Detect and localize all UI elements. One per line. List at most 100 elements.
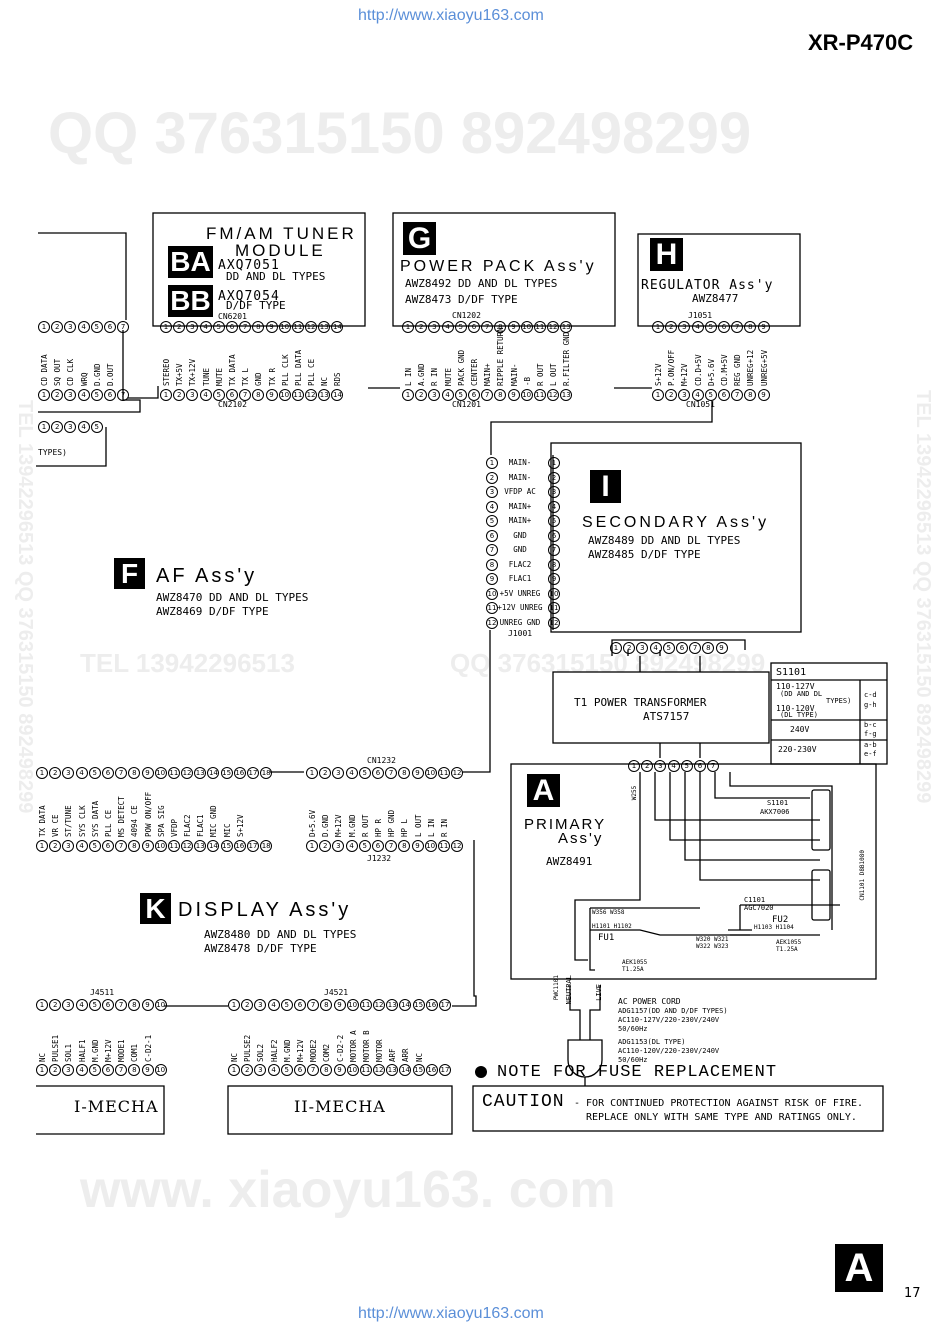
af-title: AF Ass'y <box>156 565 258 587</box>
connector-pin: 5 <box>358 767 371 779</box>
connector-pin: 2 <box>51 321 64 333</box>
pin-label: CD.D+5V <box>693 354 703 386</box>
af-part1: AWZ8470 DD AND DL TYPES <box>156 591 309 604</box>
power-part2: AWZ8473 D/DF TYPE <box>405 293 518 306</box>
pin-label: A.GND <box>417 363 427 386</box>
pin-label: S+12V <box>235 814 245 837</box>
connector-pin: 12 <box>305 321 318 333</box>
connector-pin: 18 <box>260 840 273 852</box>
connector-pin: 3 <box>186 321 199 333</box>
top-url-link[interactable]: http://www.xiaoyu163.com <box>358 7 544 24</box>
connector-pin: 17 <box>247 767 259 779</box>
pin-label: FLAC2 <box>183 814 193 837</box>
pin-label: +5V UNREG <box>499 588 541 598</box>
pin-label: PULSE2 <box>243 1034 253 1062</box>
pin-label: MIC <box>222 823 232 837</box>
regulator-part: AWZ8477 <box>692 292 739 305</box>
switch-r1x: c-d <box>864 691 877 699</box>
connector-pin: 4 <box>75 999 88 1011</box>
pin-label: HP GND <box>387 809 397 837</box>
connector-pin: 7 <box>385 767 398 779</box>
connector-pin: 10 <box>548 587 560 600</box>
connector-pin: 4 <box>75 1064 88 1076</box>
pin-label: MAIN+ <box>483 363 493 386</box>
j4521-cn: J4521 <box>324 988 349 997</box>
connector-pin: 5 <box>90 321 103 333</box>
connector-pin: 4 <box>667 760 680 772</box>
connector-pin: 7 <box>307 999 320 1011</box>
switch-r1e: (DL TYPE) <box>780 711 818 719</box>
pin-label: PLL CLK <box>280 354 290 386</box>
pin-label: MUTE <box>214 367 224 386</box>
connector-pin: 2 <box>49 1064 62 1076</box>
pin-label: CENTER <box>469 358 479 386</box>
transformer-part: ATS7157 <box>643 710 690 723</box>
connector-pin: 10 <box>346 999 359 1011</box>
connector-pin: 7 <box>731 321 744 333</box>
page-number: 17 <box>904 1286 921 1301</box>
connector-pin: 7 <box>239 389 252 401</box>
connector-pin: 5 <box>212 389 225 401</box>
watermark-tel: TEL 13942296513 <box>80 648 295 678</box>
pin-label: D.GND <box>92 363 102 386</box>
pin-label: NC <box>38 1052 47 1062</box>
connector-pin: 8 <box>398 767 411 779</box>
pin-label: GND <box>254 372 264 386</box>
connector-pin: 7 <box>117 321 130 333</box>
connector-pin: 8 <box>702 642 715 654</box>
primary-fuse1a: AEK1055 <box>622 959 648 966</box>
connector-pin: 6 <box>225 321 238 333</box>
connector-pin: 10 <box>520 321 533 333</box>
connector-pin: 2 <box>548 471 560 484</box>
connector-pin: 11 <box>167 767 180 779</box>
connector-pin: 7 <box>115 767 128 779</box>
connector-pin: 14 <box>399 1064 412 1076</box>
primary-fuse2b: T1.25A <box>776 946 798 953</box>
connector-pin: 5 <box>548 515 560 527</box>
connector-pin: 5 <box>704 389 717 401</box>
connector-pin: 16 <box>425 1064 438 1076</box>
connector-pin: 1 <box>38 321 50 333</box>
pin-label: TX+5V <box>175 363 185 386</box>
connector-pin: 3 <box>428 321 441 333</box>
switch-r3x: a-b <box>864 741 877 749</box>
connector-pin: 5 <box>88 999 101 1011</box>
connector-pin: 4 <box>345 767 358 779</box>
connector-pin: 7 <box>307 1064 320 1076</box>
pin-label: CD DATA <box>40 354 49 386</box>
pin-label: REG GND <box>733 354 743 386</box>
primary-c1101: C1101 <box>744 896 766 904</box>
primary-akx: AKX7006 <box>760 808 790 816</box>
connector-pin: 3 <box>62 767 75 779</box>
connector-pin: 4 <box>441 321 454 333</box>
connector-pin: 3 <box>678 321 691 333</box>
connector-pin: 15 <box>220 840 233 852</box>
connector-pin: 7 <box>689 642 702 654</box>
connector-pin: 7 <box>115 840 128 852</box>
connector-pin: 7 <box>239 321 252 333</box>
cord-l4: ADG1153(DL TYPE) <box>618 1038 686 1046</box>
af-letter: F <box>114 558 145 589</box>
connector-pin: 1 <box>36 1064 48 1076</box>
connector-pin: 7 <box>707 760 720 772</box>
pin-label: GND <box>513 530 527 540</box>
model-title: XR-P470C <box>808 30 914 55</box>
pin-label: HP L <box>400 818 410 837</box>
bottom-url-link[interactable]: http://www.xiaoyu163.com <box>358 1305 544 1322</box>
connector-pin: 14 <box>207 767 220 779</box>
connector-pin: 12 <box>451 840 464 852</box>
pin-label: C-D2-2 <box>335 1034 345 1062</box>
connector-pin: 4 <box>691 389 704 401</box>
connector-pin: 14 <box>399 999 412 1011</box>
pin-label: FLAC2 <box>508 559 532 569</box>
connector-pin: 5 <box>212 321 225 333</box>
